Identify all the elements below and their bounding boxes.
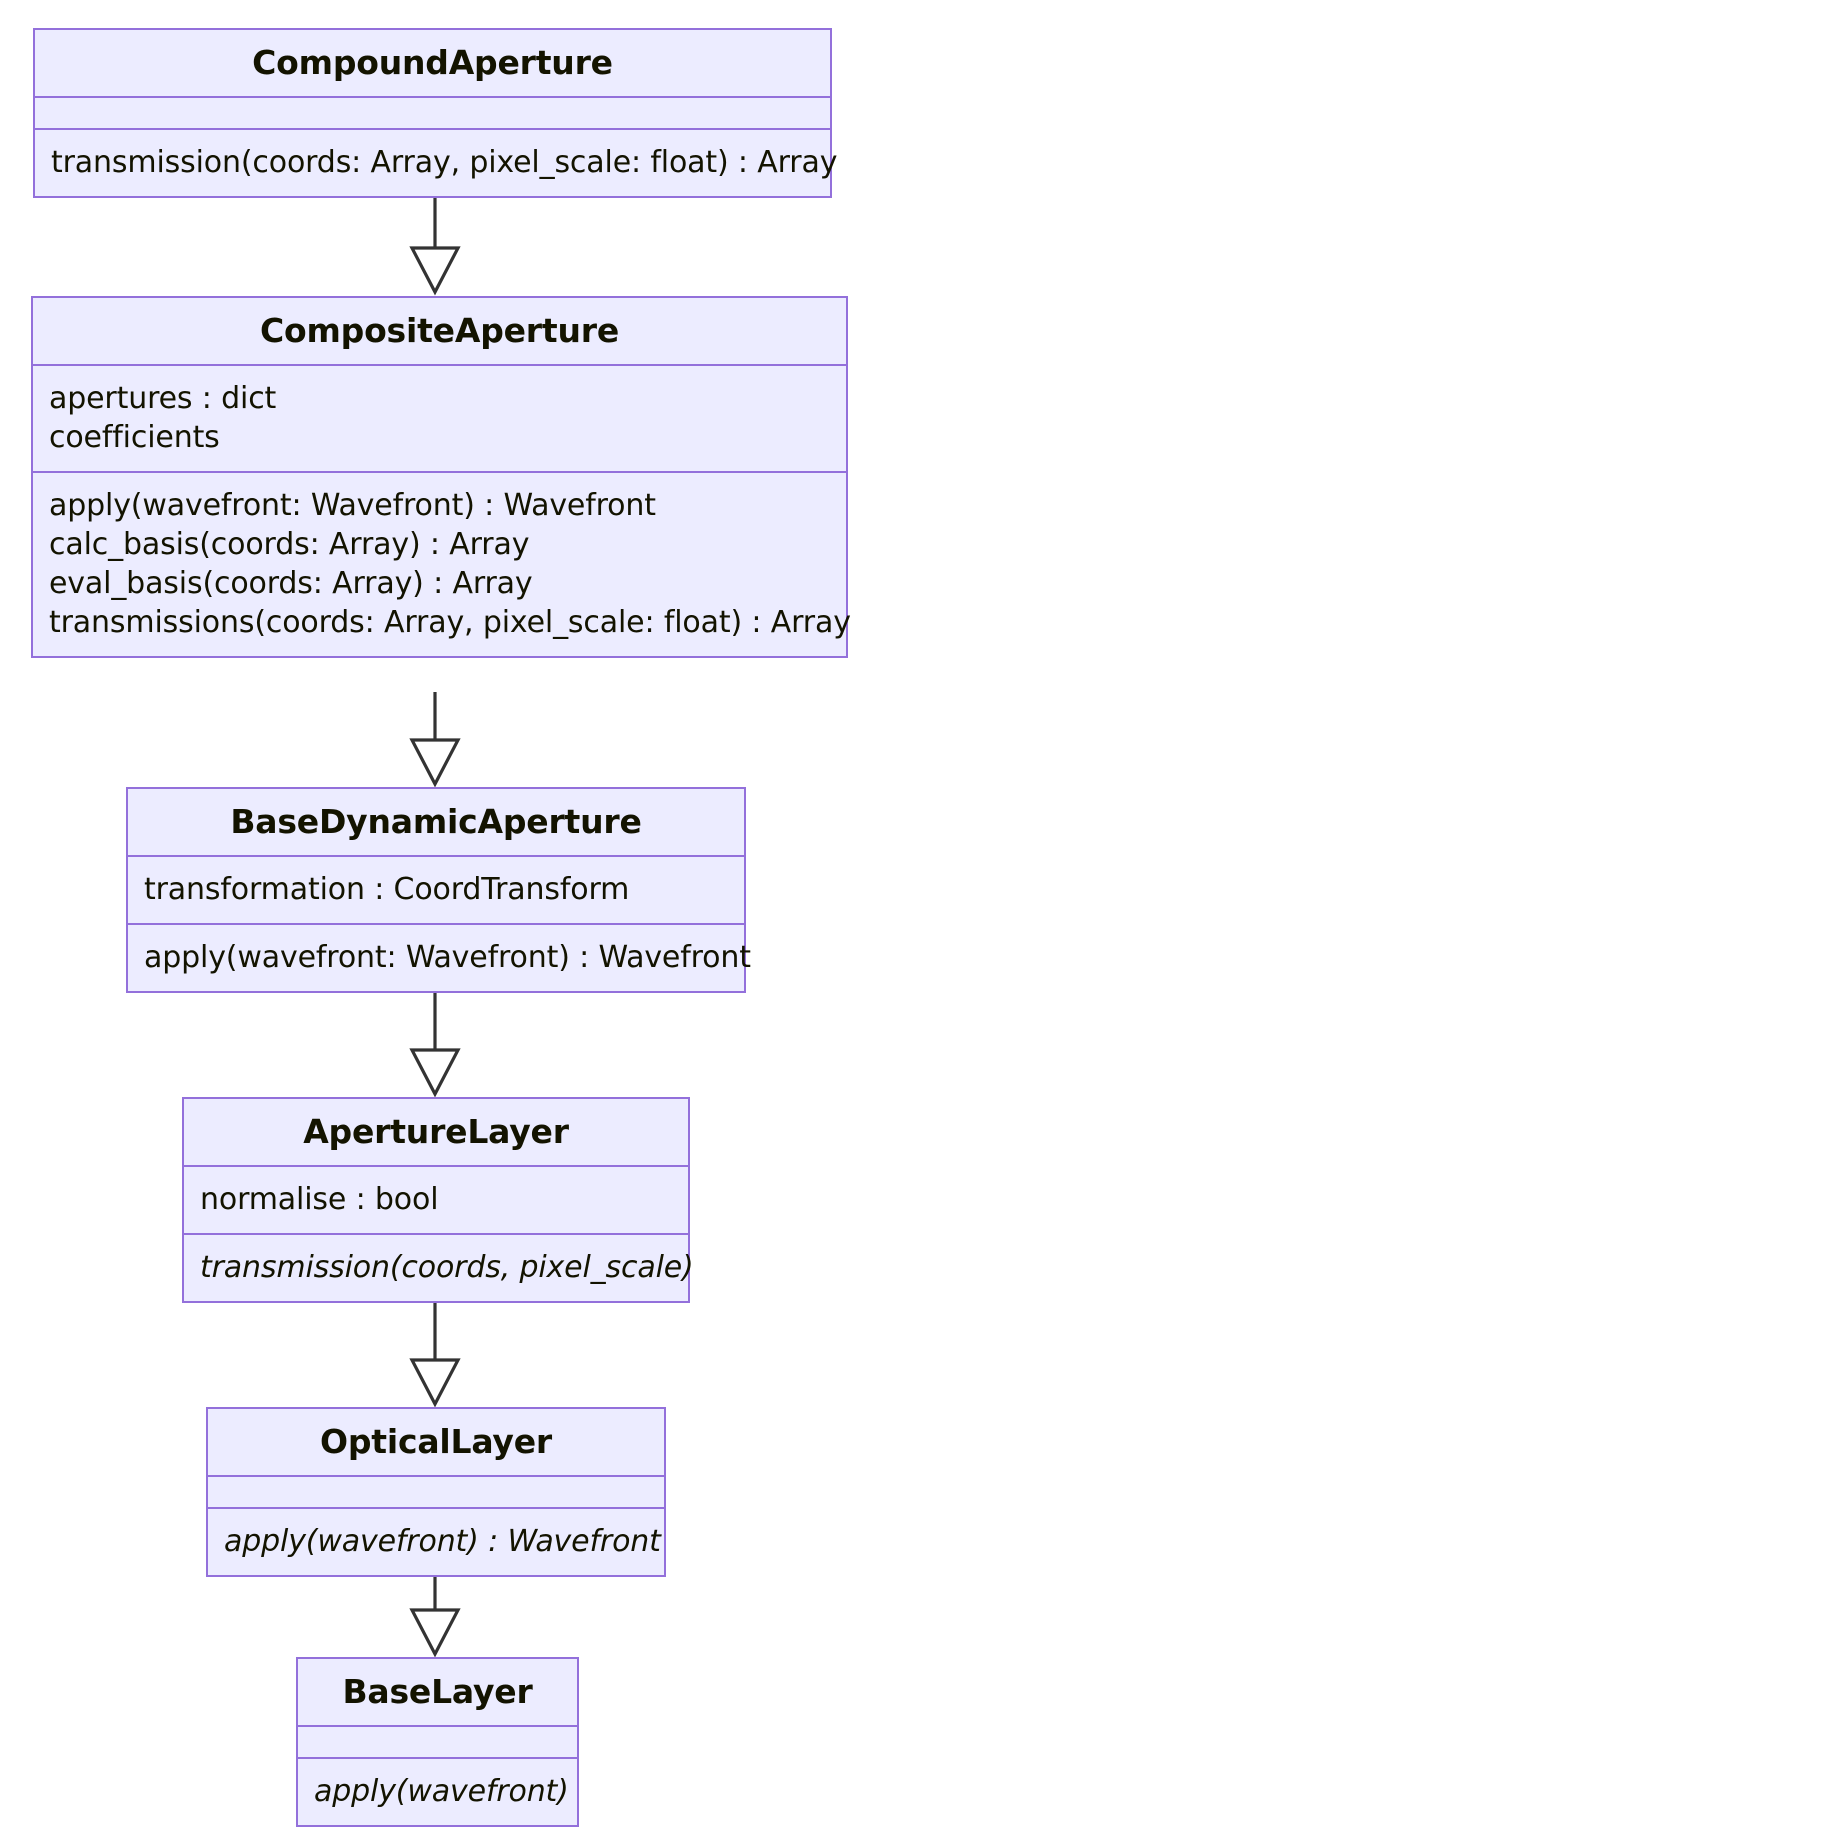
class-title-optical-layer: OpticalLayer: [320, 1422, 552, 1461]
class-method: calc_basis(coords: Array) : Array: [49, 527, 530, 562]
class-divider: [128, 923, 744, 925]
class-attribute: apertures : dict: [49, 381, 277, 416]
class-title-composite-aperture: CompositeAperture: [259, 311, 620, 350]
class-box-optical-layer[interactable]: OpticalLayer apply(wavefront) : Wavefron…: [206, 1407, 666, 1577]
class-box-compound-aperture[interactable]: CompoundAperture transmission(coords: Ar…: [33, 28, 838, 198]
class-attributes-composite-aperture: apertures : dict coefficients: [33, 366, 846, 471]
class-divider: [298, 1725, 577, 1727]
class-method: apply(wavefront: Wavefront) : Wavefront: [49, 488, 656, 523]
class-method: eval_basis(coords: Array) : Array: [49, 566, 533, 601]
class-divider: [298, 1757, 577, 1759]
class-divider: [35, 96, 830, 98]
class-method: transmission(coords: Array, pixel_scale:…: [51, 145, 838, 180]
class-title-base-dynamic-aperture: BaseDynamicAperture: [230, 802, 642, 841]
class-divider: [184, 1233, 688, 1235]
class-title-aperture-layer: ApertureLayer: [303, 1112, 569, 1151]
edge-compound-to-composite: [409, 195, 461, 296]
class-method-abstract: apply(wavefront): [314, 1774, 569, 1809]
class-attributes-aperture-layer: normalise : bool: [184, 1167, 688, 1233]
class-divider: [33, 471, 846, 473]
class-methods-base-layer: apply(wavefront): [298, 1759, 577, 1825]
class-attribute: normalise : bool: [200, 1182, 439, 1217]
class-method-abstract: apply(wavefront) : Wavefront: [224, 1524, 661, 1559]
edge-aperturelayer-to-opticallayer: [409, 1288, 461, 1408]
class-box-base-layer[interactable]: BaseLayer apply(wavefront): [296, 1657, 579, 1827]
class-divider: [35, 128, 830, 130]
class-attributes-optical-layer: [208, 1477, 664, 1507]
class-attribute: transformation : CoordTransform: [144, 872, 630, 907]
class-box-aperture-layer[interactable]: ApertureLayer normalise : bool transmiss…: [182, 1097, 694, 1303]
class-method: transmissions(coords: Array, pixel_scale…: [49, 605, 851, 640]
class-attributes-compound-aperture: [35, 98, 830, 128]
class-divider: [208, 1507, 664, 1509]
class-attribute: coefficients: [49, 420, 220, 455]
class-title-base-layer: BaseLayer: [342, 1672, 533, 1711]
class-divider: [184, 1165, 688, 1167]
edge-basedynamic-to-aperturelayer: [409, 990, 461, 1098]
class-attributes-base-dynamic-aperture: transformation : CoordTransform: [128, 857, 744, 923]
class-methods-aperture-layer: transmission(coords, pixel_scale): [184, 1235, 694, 1301]
class-methods-base-dynamic-aperture: apply(wavefront: Wavefront) : Wavefront: [128, 925, 751, 991]
class-methods-optical-layer: apply(wavefront) : Wavefront: [208, 1509, 664, 1575]
class-methods-compound-aperture: transmission(coords: Array, pixel_scale:…: [35, 130, 838, 196]
class-title-compound-aperture: CompoundAperture: [252, 43, 613, 82]
class-divider: [33, 364, 846, 366]
class-method: apply(wavefront: Wavefront) : Wavefront: [144, 940, 751, 975]
class-attributes-base-layer: [298, 1727, 577, 1757]
edge-composite-to-basedynamic: [409, 692, 461, 788]
class-method-abstract: transmission(coords, pixel_scale): [200, 1250, 694, 1285]
class-divider: [208, 1475, 664, 1477]
class-methods-composite-aperture: apply(wavefront: Wavefront) : Wavefront …: [33, 473, 851, 656]
class-box-composite-aperture[interactable]: CompositeAperture apertures : dict coeff…: [31, 296, 851, 658]
class-divider: [128, 855, 744, 857]
class-box-base-dynamic-aperture[interactable]: BaseDynamicAperture transformation : Coo…: [126, 787, 751, 993]
